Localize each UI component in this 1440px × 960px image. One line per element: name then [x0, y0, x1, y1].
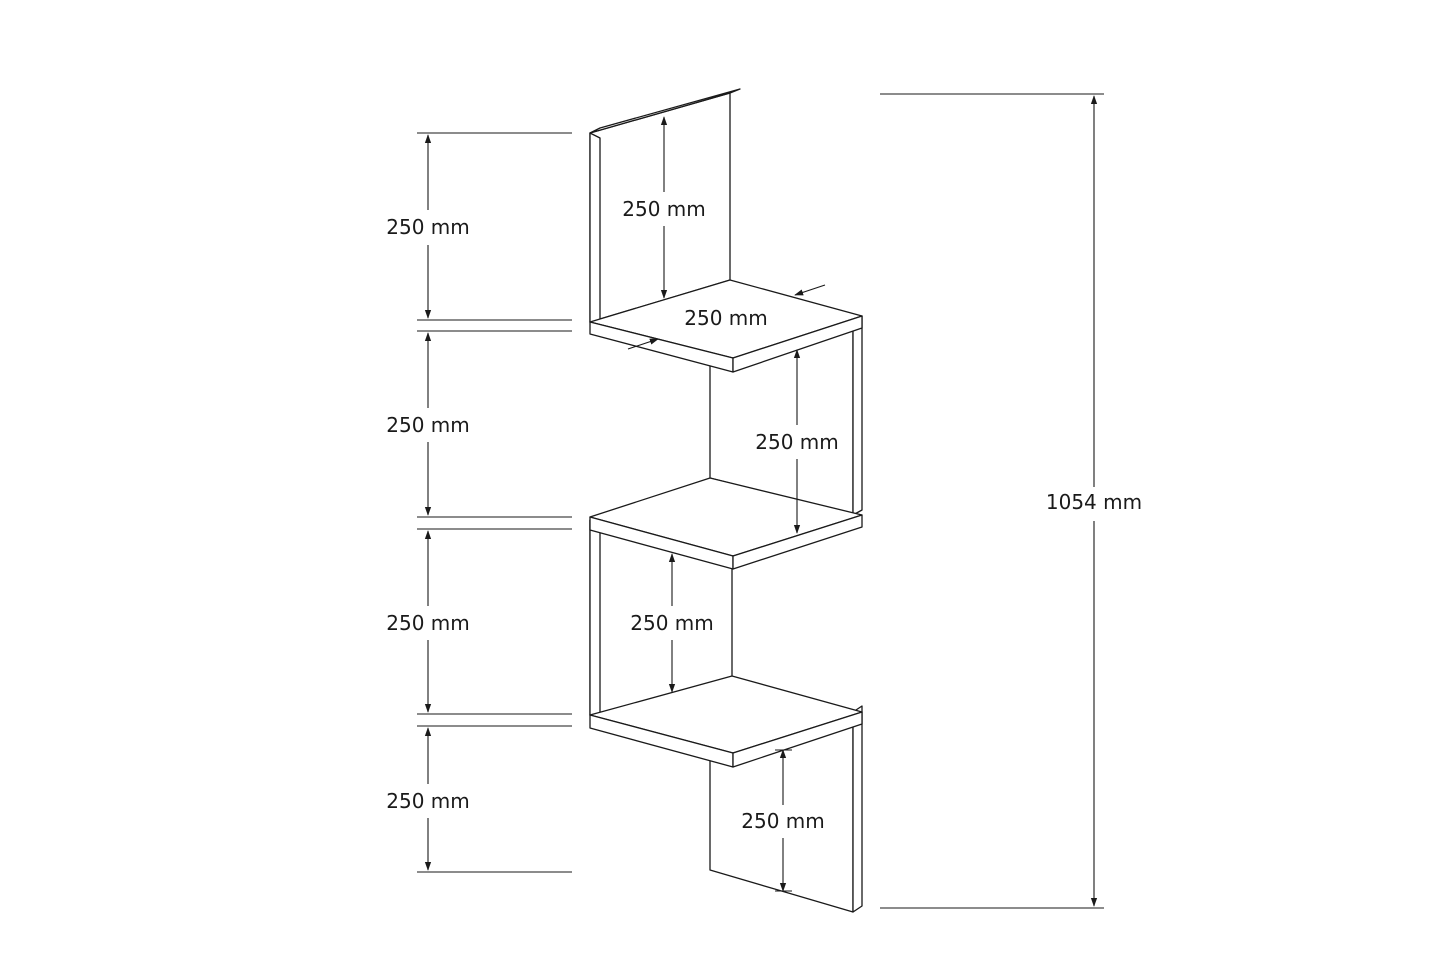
dim-label-total-height: 1054 mm [1046, 490, 1142, 514]
shelf-3 [589, 675, 863, 768]
inner-dimensions: 250 mm 250 mm 250 mm 250 mm 250 mm [622, 116, 839, 892]
left-dimension-chain: 250 mm 250 mm 250 mm 250 mm [386, 132, 572, 873]
dim-label-shelf-depth: 250 mm [684, 306, 768, 330]
dim-label-inner-3: 250 mm [630, 611, 714, 635]
dim-label-inner-2: 250 mm [755, 430, 839, 454]
dim-label-left-3: 250 mm [386, 611, 470, 635]
shelf-unit [589, 88, 863, 913]
shelf-2 [589, 477, 863, 570]
dim-label-left-1: 250 mm [386, 215, 470, 239]
dim-label-left-2: 250 mm [386, 413, 470, 437]
dim-label-left-4: 250 mm [386, 789, 470, 813]
shelf-1 [589, 279, 863, 373]
dim-label-inner-1: 250 mm [622, 197, 706, 221]
dim-label-inner-4: 250 mm [741, 809, 825, 833]
total-height-dimension: 1054 mm [880, 93, 1142, 909]
